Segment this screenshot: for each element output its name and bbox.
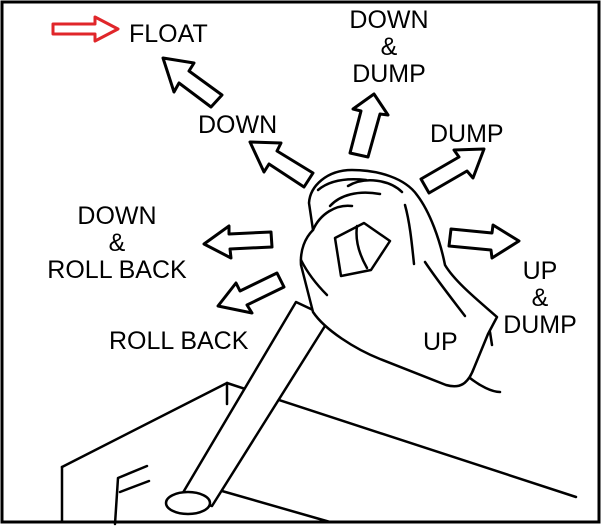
label-down-dump: DOWN & DUMP bbox=[349, 6, 428, 88]
label-float: FLOAT bbox=[129, 20, 208, 48]
label-roll-back: ROLL BACK bbox=[109, 327, 249, 355]
label-down-roll-back: DOWN & ROLL BACK bbox=[47, 202, 187, 284]
arrow-down-dump-icon bbox=[348, 92, 390, 159]
svg-text:DUMP: DUMP bbox=[352, 60, 426, 88]
svg-text:&: & bbox=[109, 229, 126, 257]
label-down: DOWN bbox=[198, 111, 277, 139]
label-dump: DUMP bbox=[430, 120, 504, 148]
svg-text:DUMP: DUMP bbox=[503, 311, 577, 339]
arrow-down-roll-back-icon bbox=[202, 224, 274, 260]
hand-illustration bbox=[299, 168, 502, 394]
svg-text:&: & bbox=[532, 284, 549, 312]
svg-text:DOWN: DOWN bbox=[198, 111, 277, 139]
arrow-up-dump-icon bbox=[447, 223, 521, 260]
svg-text:DOWN: DOWN bbox=[77, 202, 156, 230]
svg-text:DOWN: DOWN bbox=[349, 6, 428, 34]
svg-text:&: & bbox=[381, 33, 398, 61]
arrow-roll-back-icon bbox=[216, 271, 286, 315]
svg-text:DUMP: DUMP bbox=[430, 120, 504, 148]
svg-text:ROLL BACK: ROLL BACK bbox=[47, 256, 187, 284]
svg-text:FLOAT: FLOAT bbox=[129, 20, 208, 48]
svg-text:ROLL BACK: ROLL BACK bbox=[109, 327, 249, 355]
label-up: UP bbox=[423, 328, 458, 356]
control-console bbox=[60, 381, 578, 526]
svg-text:UP: UP bbox=[423, 328, 458, 356]
arrow-down-icon bbox=[248, 140, 315, 189]
label-up-dump: UP & DUMP bbox=[503, 257, 577, 339]
svg-text:UP: UP bbox=[523, 257, 558, 285]
arrow-dump-icon bbox=[419, 147, 486, 195]
arrow-float-icon bbox=[161, 56, 224, 109]
highlight-arrow-icon bbox=[51, 15, 120, 43]
